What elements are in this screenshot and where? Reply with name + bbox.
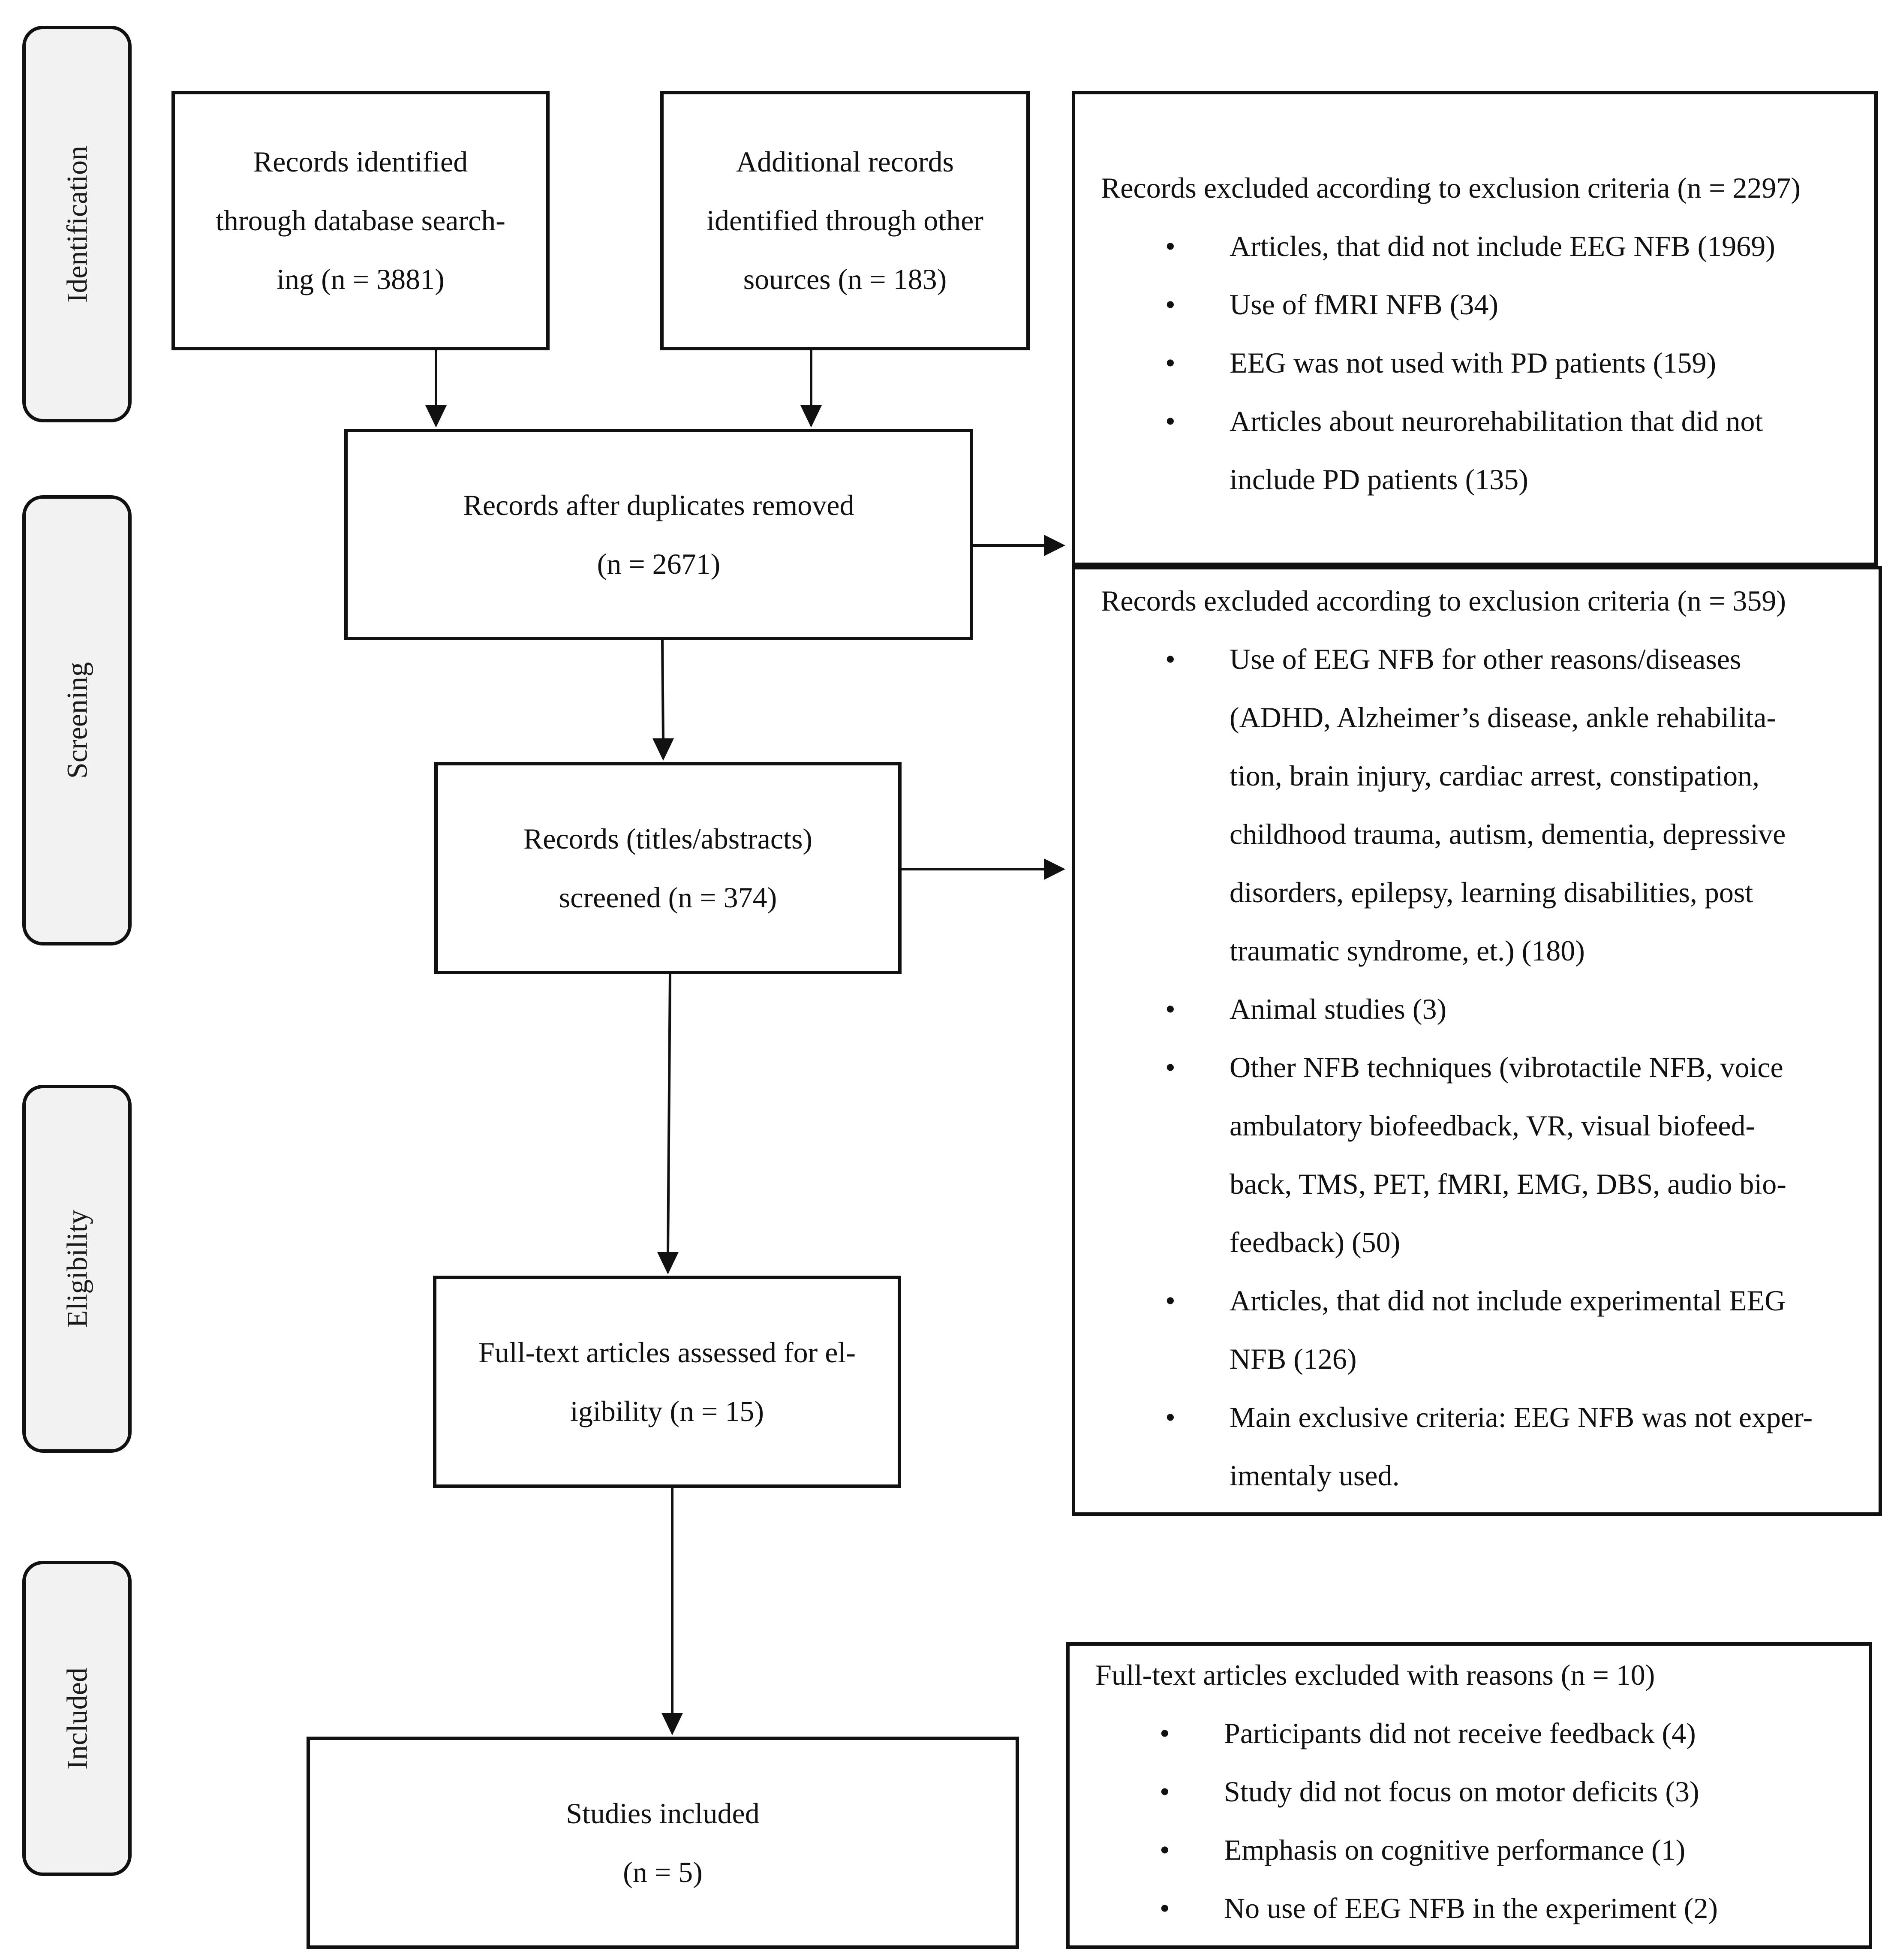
exclusion-item: Participants did not receive feedback (4… <box>1095 1704 1852 1762</box>
other-sources-line-1: Additional records <box>736 145 954 178</box>
arrowhead-database <box>425 405 447 428</box>
duplicates-removed-box: Records after duplicates removed (n = 26… <box>344 429 973 640</box>
exclusion-heading: Full-text articles excluded with reasons… <box>1095 1659 1655 1691</box>
arrowhead-screened <box>652 738 674 761</box>
exclusion-list: Articles, that did not include EEG NFB (… <box>1101 217 1857 509</box>
database-records-line-2: through database search- <box>216 204 505 237</box>
database-records-box: Records identified through database sear… <box>171 91 550 350</box>
arrowhead-screened-exclusion <box>1044 858 1065 880</box>
database-records-line-1: Records identified <box>253 145 468 178</box>
exclusion-item: Emphasis on cognitive performance (1) <box>1095 1821 1852 1879</box>
phase-eligibility: Eligibility <box>22 1085 132 1453</box>
exclusion-list: Use of EEG NFB for other reasons/disease… <box>1101 630 1861 1505</box>
other-sources-line-2: identified through other <box>706 204 983 237</box>
exclusion-box-screened: Records excluded according to exclusion … <box>1072 566 1882 1516</box>
exclusion-item: Articles, that did not include experimen… <box>1101 1271 1861 1388</box>
other-sources-line-3: sources (n = 183) <box>743 263 947 295</box>
exclusion-item: No use of EEG NFB in the experiment (2) <box>1095 1879 1852 1937</box>
arrowhead-included <box>661 1713 683 1735</box>
arrowhead-full-text <box>657 1252 679 1274</box>
exclusion-item: Articles, that did not include EEG NFB (… <box>1101 217 1857 275</box>
exclusion-heading: Records excluded according to exclusion … <box>1101 172 1801 204</box>
studies-included-line-2: (n = 5) <box>623 1855 703 1888</box>
other-sources-box: Additional records identified through ot… <box>660 91 1030 350</box>
database-records-line-3: ing (n = 3881) <box>277 263 445 295</box>
exclusion-item: Other NFB techniques (vibrotactile NFB, … <box>1101 1038 1861 1271</box>
duplicates-removed-line-2: (n = 2671) <box>597 547 721 580</box>
exclusion-list: Participants did not receive feedback (4… <box>1095 1704 1852 1937</box>
studies-included-line-1: Studies included <box>566 1797 760 1830</box>
phase-identification: Identification <box>22 26 132 422</box>
phase-included: Included <box>22 1561 132 1876</box>
exclusion-item: Use of fMRI NFB (34) <box>1101 275 1857 334</box>
full-text-assessed-box: Full-text articles assessed for el- igib… <box>433 1276 901 1488</box>
arrow-duplicates-to-screened <box>661 640 664 741</box>
exclusion-item: Articles about neurorehabilitation that … <box>1101 392 1857 509</box>
phase-screening: Screening <box>22 495 132 945</box>
exclusion-box-full-text: Full-text articles excluded with reasons… <box>1066 1642 1872 1949</box>
screened-records-line-1: Records (titles/abstracts) <box>523 822 813 855</box>
arrowhead-other <box>800 405 822 428</box>
full-text-assessed-line-2: igibility (n = 15) <box>570 1394 764 1427</box>
full-text-assessed-line-1: Full-text articles assessed for el- <box>478 1336 856 1369</box>
exclusion-box-records: Records excluded according to exclusion … <box>1072 91 1878 566</box>
duplicates-removed-line-1: Records after duplicates removed <box>463 488 854 521</box>
screened-records-box: Records (titles/abstracts) screened (n =… <box>434 762 902 974</box>
arrow-screened-to-full-text <box>667 974 671 1255</box>
exclusion-item: Animal studies (3) <box>1101 980 1861 1038</box>
screened-records-line-2: screened (n = 374) <box>559 881 777 914</box>
studies-included-box: Studies included (n = 5) <box>307 1737 1019 1949</box>
arrowhead-duplicates-exclusion <box>1044 535 1065 556</box>
exclusion-item: Study did not focus on motor deficits (3… <box>1095 1762 1852 1821</box>
exclusion-item: Use of EEG NFB for other reasons/disease… <box>1101 630 1861 980</box>
exclusion-heading: Records excluded according to exclusion … <box>1101 584 1786 617</box>
exclusion-item: Main exclusive criteria: EEG NFB was not… <box>1101 1388 1861 1505</box>
exclusion-item: EEG was not used with PD patients (159) <box>1101 334 1857 392</box>
